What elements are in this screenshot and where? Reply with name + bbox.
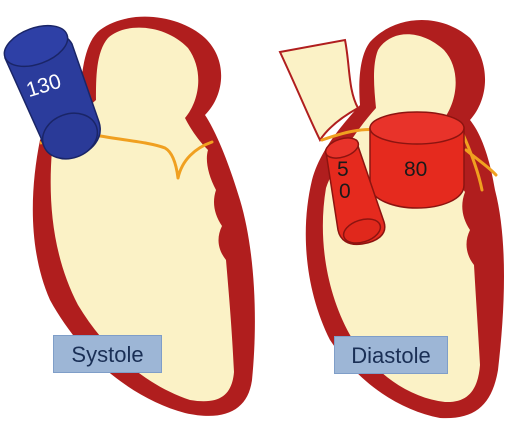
systole-cylinder: 130 bbox=[0, 18, 104, 166]
diastole-label: Diastole bbox=[334, 336, 448, 374]
diastole-large-cylinder-value: 80 bbox=[404, 158, 427, 181]
systole-label: Systole bbox=[53, 335, 162, 373]
diastole-large-cylinder: 80 bbox=[370, 112, 464, 208]
diastole-small-cylinder-digit-1: 5 bbox=[337, 158, 349, 181]
diastole-large-cylinder-top bbox=[370, 112, 464, 144]
diastole-small-cylinder-digit-2: 0 bbox=[339, 180, 351, 203]
